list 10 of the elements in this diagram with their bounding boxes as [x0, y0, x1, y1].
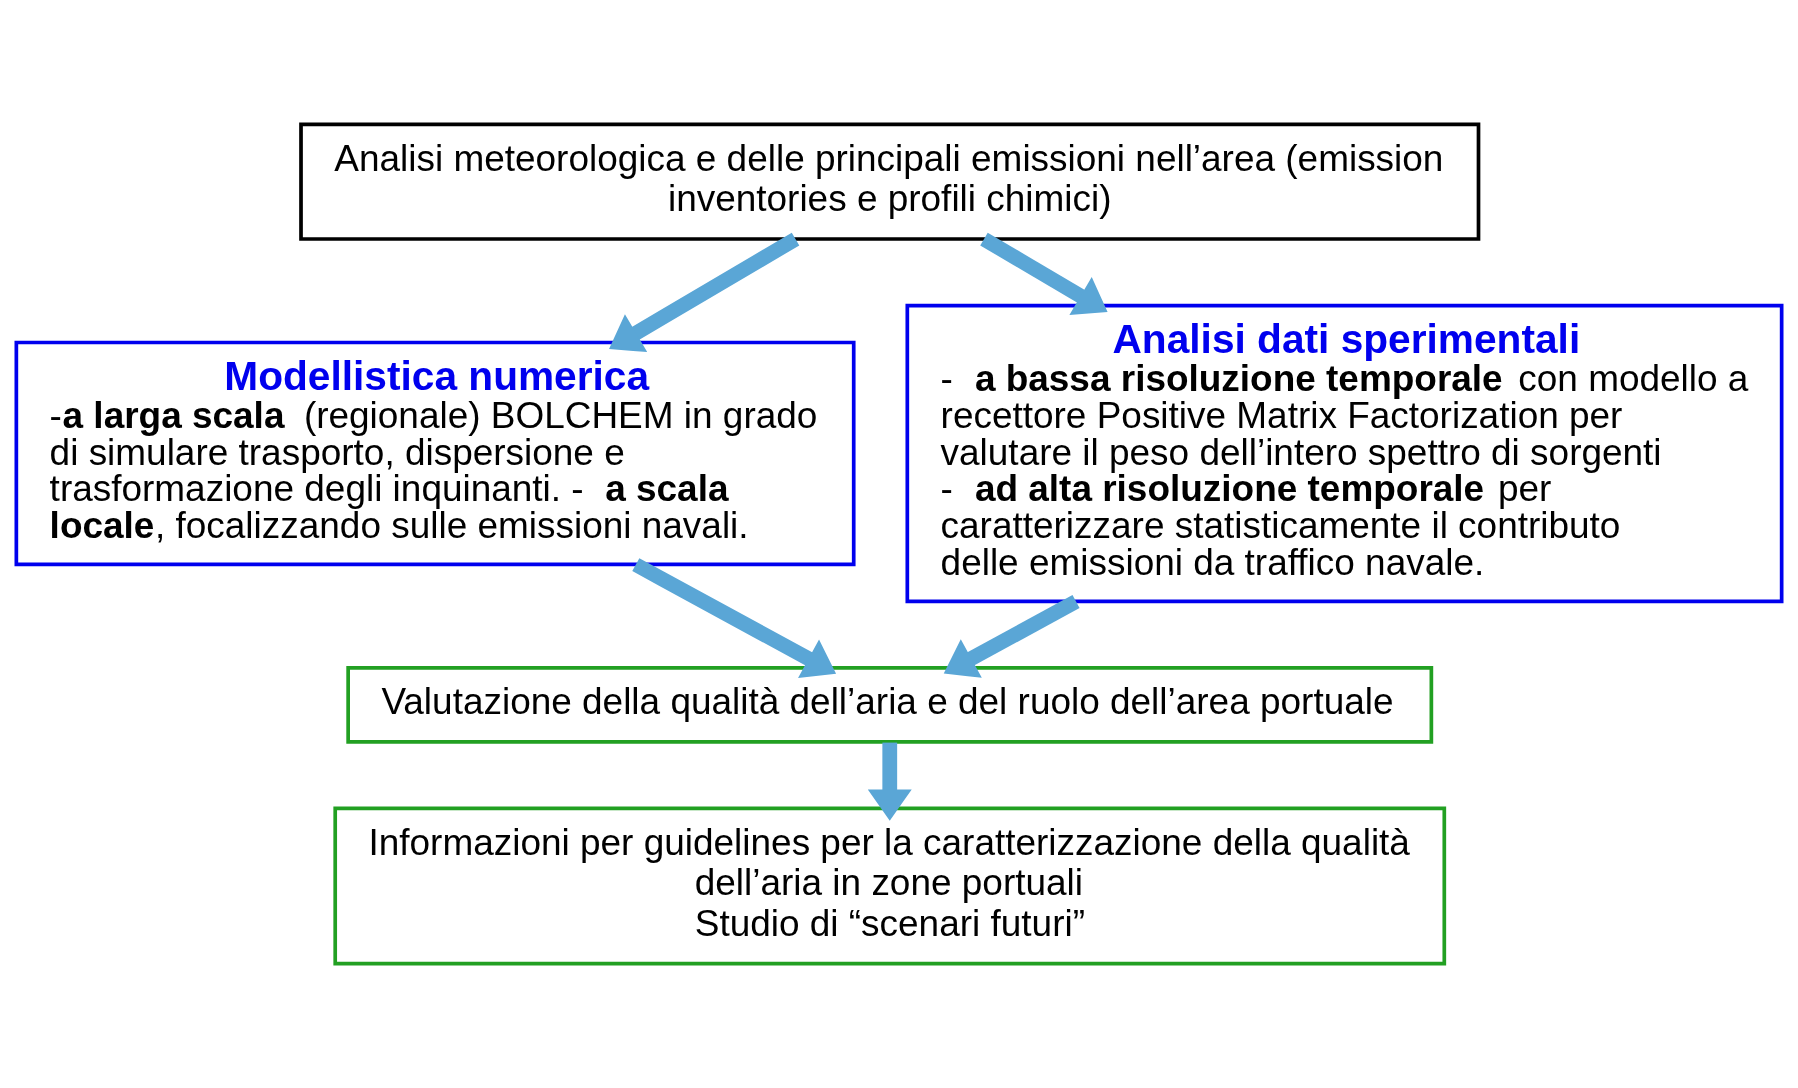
node-box: Valutazione della qualità dell’aria e del ruolo dell’area portuale — [346, 666, 1434, 744]
arrow — [632, 558, 837, 679]
arrow — [867, 742, 912, 821]
node-box: Analisi meteorologica e delle principali emissioni nell’area (emission inventories e profili chimici) — [299, 122, 1481, 241]
arrow — [980, 232, 1108, 315]
arrow — [943, 595, 1080, 678]
node-box: Informazioni per guidelines per la caratterizzazione della qualità dell’aria in zone portuali Studio di “scenari futuri” — [333, 806, 1447, 966]
node-box: Analisi dati sperimentali - a bassa risoluzione temporale con modello a recettore Positive Matrix Factorization per valutare il peso dell’intero spettro di sorgenti - ad alta risoluzione temporale per caratterizzare statisticamente il contributo delle emissioni da traffico navale. — [905, 303, 1784, 604]
arrow — [609, 232, 800, 352]
node-box: Modellistica numerica -a larga scala (regionale) BOLCHEM in grado di simulare trasporto, dispersione e trasformazione degli inquinanti. - a scala locale, focalizzando sulle emissioni navali. — [14, 340, 856, 567]
